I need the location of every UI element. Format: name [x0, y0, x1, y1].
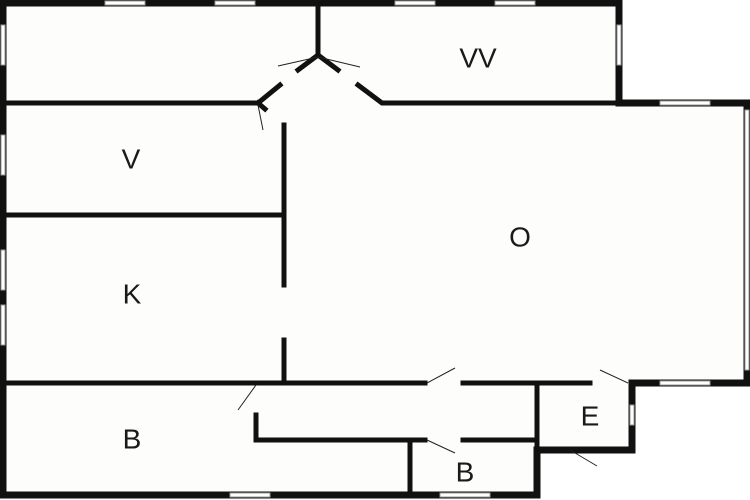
- room-label-b: B: [123, 423, 142, 454]
- door-swings: [237, 56, 629, 467]
- room-label-e: E: [581, 400, 600, 431]
- room-label-vv: VV: [459, 42, 497, 73]
- interior-walls: [0, 0, 635, 498]
- room-label-k: K: [123, 278, 142, 309]
- room-label-o: O: [509, 221, 531, 252]
- floor: [3, 3, 747, 495]
- room-label-b-small: B: [456, 456, 475, 487]
- room-label-v: V: [122, 143, 141, 174]
